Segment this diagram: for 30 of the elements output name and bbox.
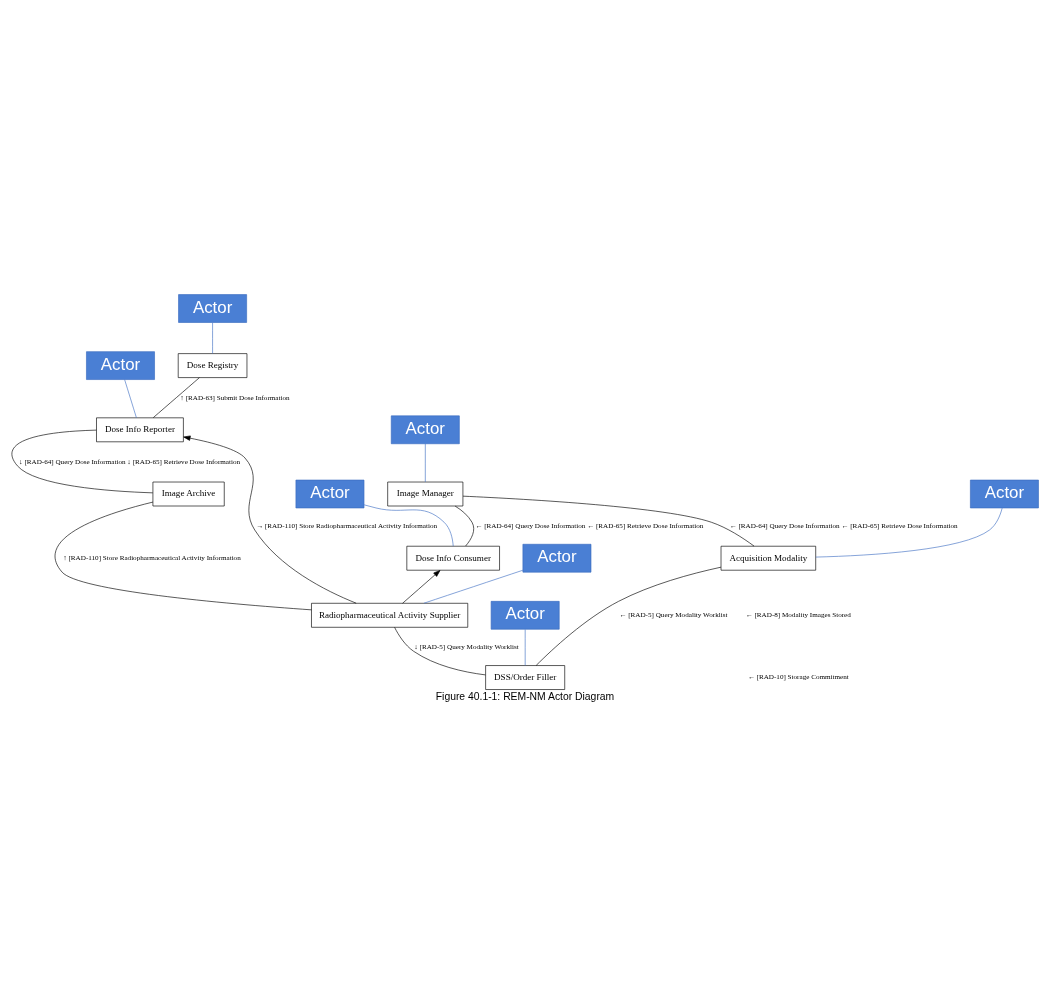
connector — [394, 626, 486, 675]
node-box: Actor — [178, 293, 247, 323]
connector — [524, 628, 526, 666]
arrow — [183, 435, 357, 603]
node-box: Actor — [390, 415, 460, 444]
connector — [535, 566, 722, 666]
node-box: Actor — [295, 479, 365, 508]
connector — [423, 569, 524, 604]
node-box: Dose Info Consumer — [406, 545, 500, 571]
node-box: Actor — [490, 600, 560, 630]
connector — [11, 429, 154, 493]
node-box: Dose Registry — [177, 352, 248, 378]
node-box: Actor — [970, 479, 1039, 508]
connector — [152, 376, 200, 418]
connector — [124, 378, 137, 418]
connector — [424, 442, 426, 482]
node-box: Actor — [522, 543, 592, 572]
node-box: Image Manager — [387, 481, 464, 506]
node-box: Dose Info Reporter — [96, 417, 184, 442]
node-box: Actor — [86, 350, 155, 380]
connector — [363, 504, 454, 546]
connector — [54, 501, 312, 610]
caption: Figure 40.1-1: REM-NM Actor Diagram — [435, 690, 615, 702]
connector — [212, 321, 213, 354]
connector — [815, 507, 1003, 557]
node-box: Radiopharmaceutical Activity Supplier — [311, 602, 469, 628]
node-box: DSS/Order Filler — [485, 664, 566, 690]
arrow — [402, 569, 441, 604]
node-box: Image Archive — [152, 481, 225, 506]
node-box: Acquisition Modality — [720, 545, 817, 571]
